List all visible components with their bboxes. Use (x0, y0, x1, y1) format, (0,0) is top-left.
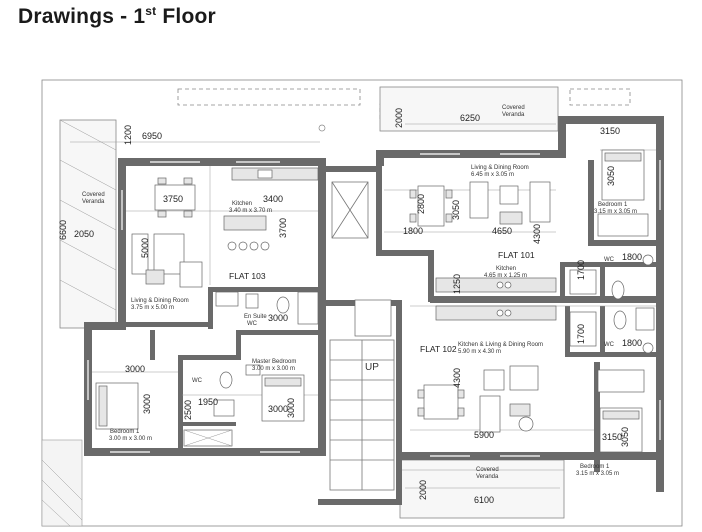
living-103-name: Living & Dining Room (131, 298, 189, 304)
dim-1950: 1950 (198, 397, 218, 407)
dim-4300-a: 4300 (532, 224, 542, 244)
dim-2000-bottom: 2000 (418, 480, 428, 500)
dim-4300-b: 4300 (452, 368, 462, 388)
dim-3400: 3400 (263, 194, 283, 204)
dim-3000-ensuite: 3000 (268, 313, 288, 323)
ensuite-name: En Suite (244, 314, 267, 320)
living-103-size: 3.75 m x 5.00 m (131, 305, 174, 311)
dim-1800-b: 1800 (622, 252, 642, 262)
kitchen-103-size: 3.40 m x 3.70 m (229, 208, 272, 214)
dim-3700: 3700 (278, 218, 288, 238)
dim-1200: 1200 (123, 125, 133, 145)
veranda-left-1: Covered (82, 192, 105, 198)
ensuite-wc: WC (247, 321, 258, 327)
veranda-left-2: Veranda (82, 199, 105, 205)
dim-4650: 4650 (492, 226, 512, 236)
dim-1250: 1250 (452, 274, 462, 294)
dim-3150-bottom: 3150 (602, 432, 622, 442)
dim-3150-top: 3150 (600, 126, 620, 136)
dim-3050-bottom: 3050 (620, 427, 630, 447)
kitchen-101-size: 4.65 m x 1.25 m (484, 273, 527, 279)
veranda-bottom-1: Covered (476, 467, 499, 473)
veranda-bottom-2: Veranda (476, 474, 499, 480)
dimensions: 6950 1200 6600 2050 3750 3400 3700 5000 … (58, 108, 642, 505)
master-bed-size: 3.00 m x 3.00 m (252, 366, 295, 372)
veranda-left (59, 119, 117, 329)
dim-2000-top: 2000 (394, 108, 404, 128)
wc-103: WC (192, 378, 203, 384)
dim-3000-master-h: 3000 (286, 398, 296, 418)
dim-3050-liv: 3050 (451, 200, 461, 220)
page-title: Drawings - 1st Floor (18, 4, 216, 28)
furniture (95, 149, 655, 491)
bed1-102-name: Bedroom 1 (580, 464, 610, 470)
bed1-103-name: Bedroom 1 (110, 429, 140, 435)
walls (84, 116, 664, 505)
dim-6100: 6100 (474, 495, 494, 505)
drawing-frame (41, 79, 683, 527)
kitchen-101-name: Kitchen (496, 266, 516, 272)
wc-102: WC (604, 342, 615, 348)
dim-3000-master-w: 3000 (268, 404, 288, 414)
veranda-bottom (399, 459, 565, 519)
dim-2500: 2500 (183, 400, 193, 420)
dim-1800-c: 1800 (622, 338, 642, 348)
dim-5900: 5900 (474, 430, 494, 440)
dim-1800-a: 1800 (403, 226, 423, 236)
dim-3000-bed1-w: 3000 (125, 364, 145, 374)
dim-1700-a: 1700 (576, 260, 586, 280)
kitchen-102-size: 5.90 m x 4.30 m (458, 349, 501, 355)
bed1-102-size: 3.15 m x 3.05 m (576, 471, 619, 477)
master-bed-name: Master Bedroom (252, 359, 296, 365)
flat-103-label: FLAT 103 (229, 271, 266, 281)
stair-up-label: UP (365, 362, 379, 373)
bed1-103-size: 3.00 m x 3.00 m (109, 436, 152, 442)
windows (87, 153, 661, 457)
dim-3050-bed: 3050 (606, 166, 616, 186)
veranda-top-2: Veranda (502, 112, 525, 118)
kitchen-103-name: Kitchen (232, 201, 252, 207)
veranda-top-1: Covered (502, 105, 525, 111)
bed1-101-name: Bedroom 1 (598, 202, 628, 208)
living-101-name: Living & Dining Room (471, 165, 529, 171)
dim-3750: 3750 (163, 194, 183, 204)
dim-2050: 2050 (74, 229, 94, 239)
veranda-top (379, 86, 559, 132)
dim-6600: 6600 (58, 220, 68, 240)
flat-102-label: FLAT 102 (420, 344, 457, 354)
living-101-size: 6.45 m x 3.05 m (471, 172, 514, 178)
bed1-101-size: 3.15 m x 3.05 m (594, 209, 637, 215)
kitchen-102-name: Kitchen & Living & Dining Room (458, 342, 543, 348)
flat-101-label: FLAT 101 (498, 250, 535, 260)
dim-5000: 5000 (140, 238, 150, 258)
dim-6250: 6250 (460, 113, 480, 123)
wc-101: WC (604, 257, 615, 263)
room-labels: FLAT 103 FLAT 101 FLAT 102 Kitchen 3.40 … (82, 105, 637, 480)
dim-6950: 6950 (142, 131, 162, 141)
dim-1700-b: 1700 (576, 324, 586, 344)
dim-3000-bed1-h: 3000 (142, 394, 152, 414)
dim-2800: 2800 (416, 194, 426, 214)
